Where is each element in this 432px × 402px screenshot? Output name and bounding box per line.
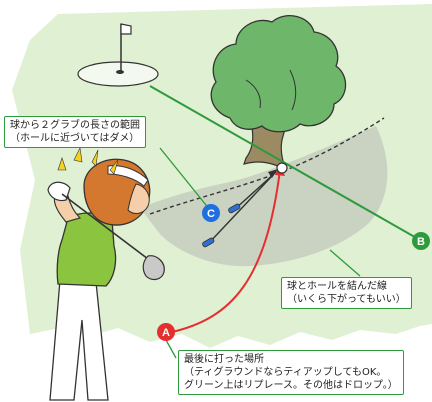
- last-callout-line2: （ティグラウンドならティアップしてもOK。: [184, 367, 387, 378]
- club-arrowhead-1: [268, 169, 278, 178]
- leader-last: [165, 339, 177, 359]
- marker-c-label: C: [207, 208, 215, 220]
- tree-detail: [245, 69, 297, 111]
- marker-a-circle: [157, 323, 175, 341]
- tree-crown: [210, 15, 347, 133]
- golf-club-head: [142, 255, 165, 281]
- golfer-face: [127, 183, 150, 214]
- putting-green: [77, 61, 159, 87]
- club-head-1: [228, 203, 241, 214]
- marker-a-label: A: [162, 327, 170, 339]
- leader-range: [159, 147, 211, 211]
- last-shot-callout: 最後に打った場所 （ティグラウンドならティアップしてもOK。 グリーン上はリプレ…: [178, 350, 404, 395]
- range-callout: 球から２グラブの長さの範囲 （ホールに近づいてはダメ）: [4, 116, 146, 148]
- line-callout: 球とホールを結んだ線 （いくら下がってもいい）: [281, 277, 412, 309]
- leader-line: [329, 249, 361, 277]
- attention-marks: [57, 147, 119, 175]
- last-callout-line1: 最後に打った場所: [184, 354, 264, 365]
- last-shot-path: [171, 169, 281, 333]
- golf-club-shaft: [61, 193, 153, 263]
- club-head-2: [202, 237, 215, 248]
- last-callout-line3: グリーン上はリプレース。その他はドロップ。）: [184, 380, 398, 391]
- golfer-legs: [49, 279, 109, 401]
- marker-b-label: B: [417, 236, 425, 248]
- range-boundary-dashed: [149, 117, 385, 215]
- range-callout-line1: 球から２グラブの長さの範囲: [10, 120, 140, 131]
- marker-c-circle: [202, 204, 220, 222]
- golfer-figure: [47, 147, 165, 401]
- golfer-visor: [107, 165, 149, 187]
- golf-ball: [276, 162, 288, 174]
- flag: [120, 23, 132, 35]
- hole: [116, 70, 124, 74]
- club-length-arrow-2: [207, 175, 273, 245]
- line-callout-line2: （いくら下がってもいい）: [287, 294, 406, 305]
- line-callout-line1: 球とホールを結んだ線: [287, 281, 387, 292]
- range-callout-line2: （ホールに近づいてはダメ）: [10, 133, 140, 144]
- relief-range-area: [140, 126, 388, 267]
- ball-hole-line: [149, 85, 421, 241]
- marker-b-circle: [412, 232, 430, 250]
